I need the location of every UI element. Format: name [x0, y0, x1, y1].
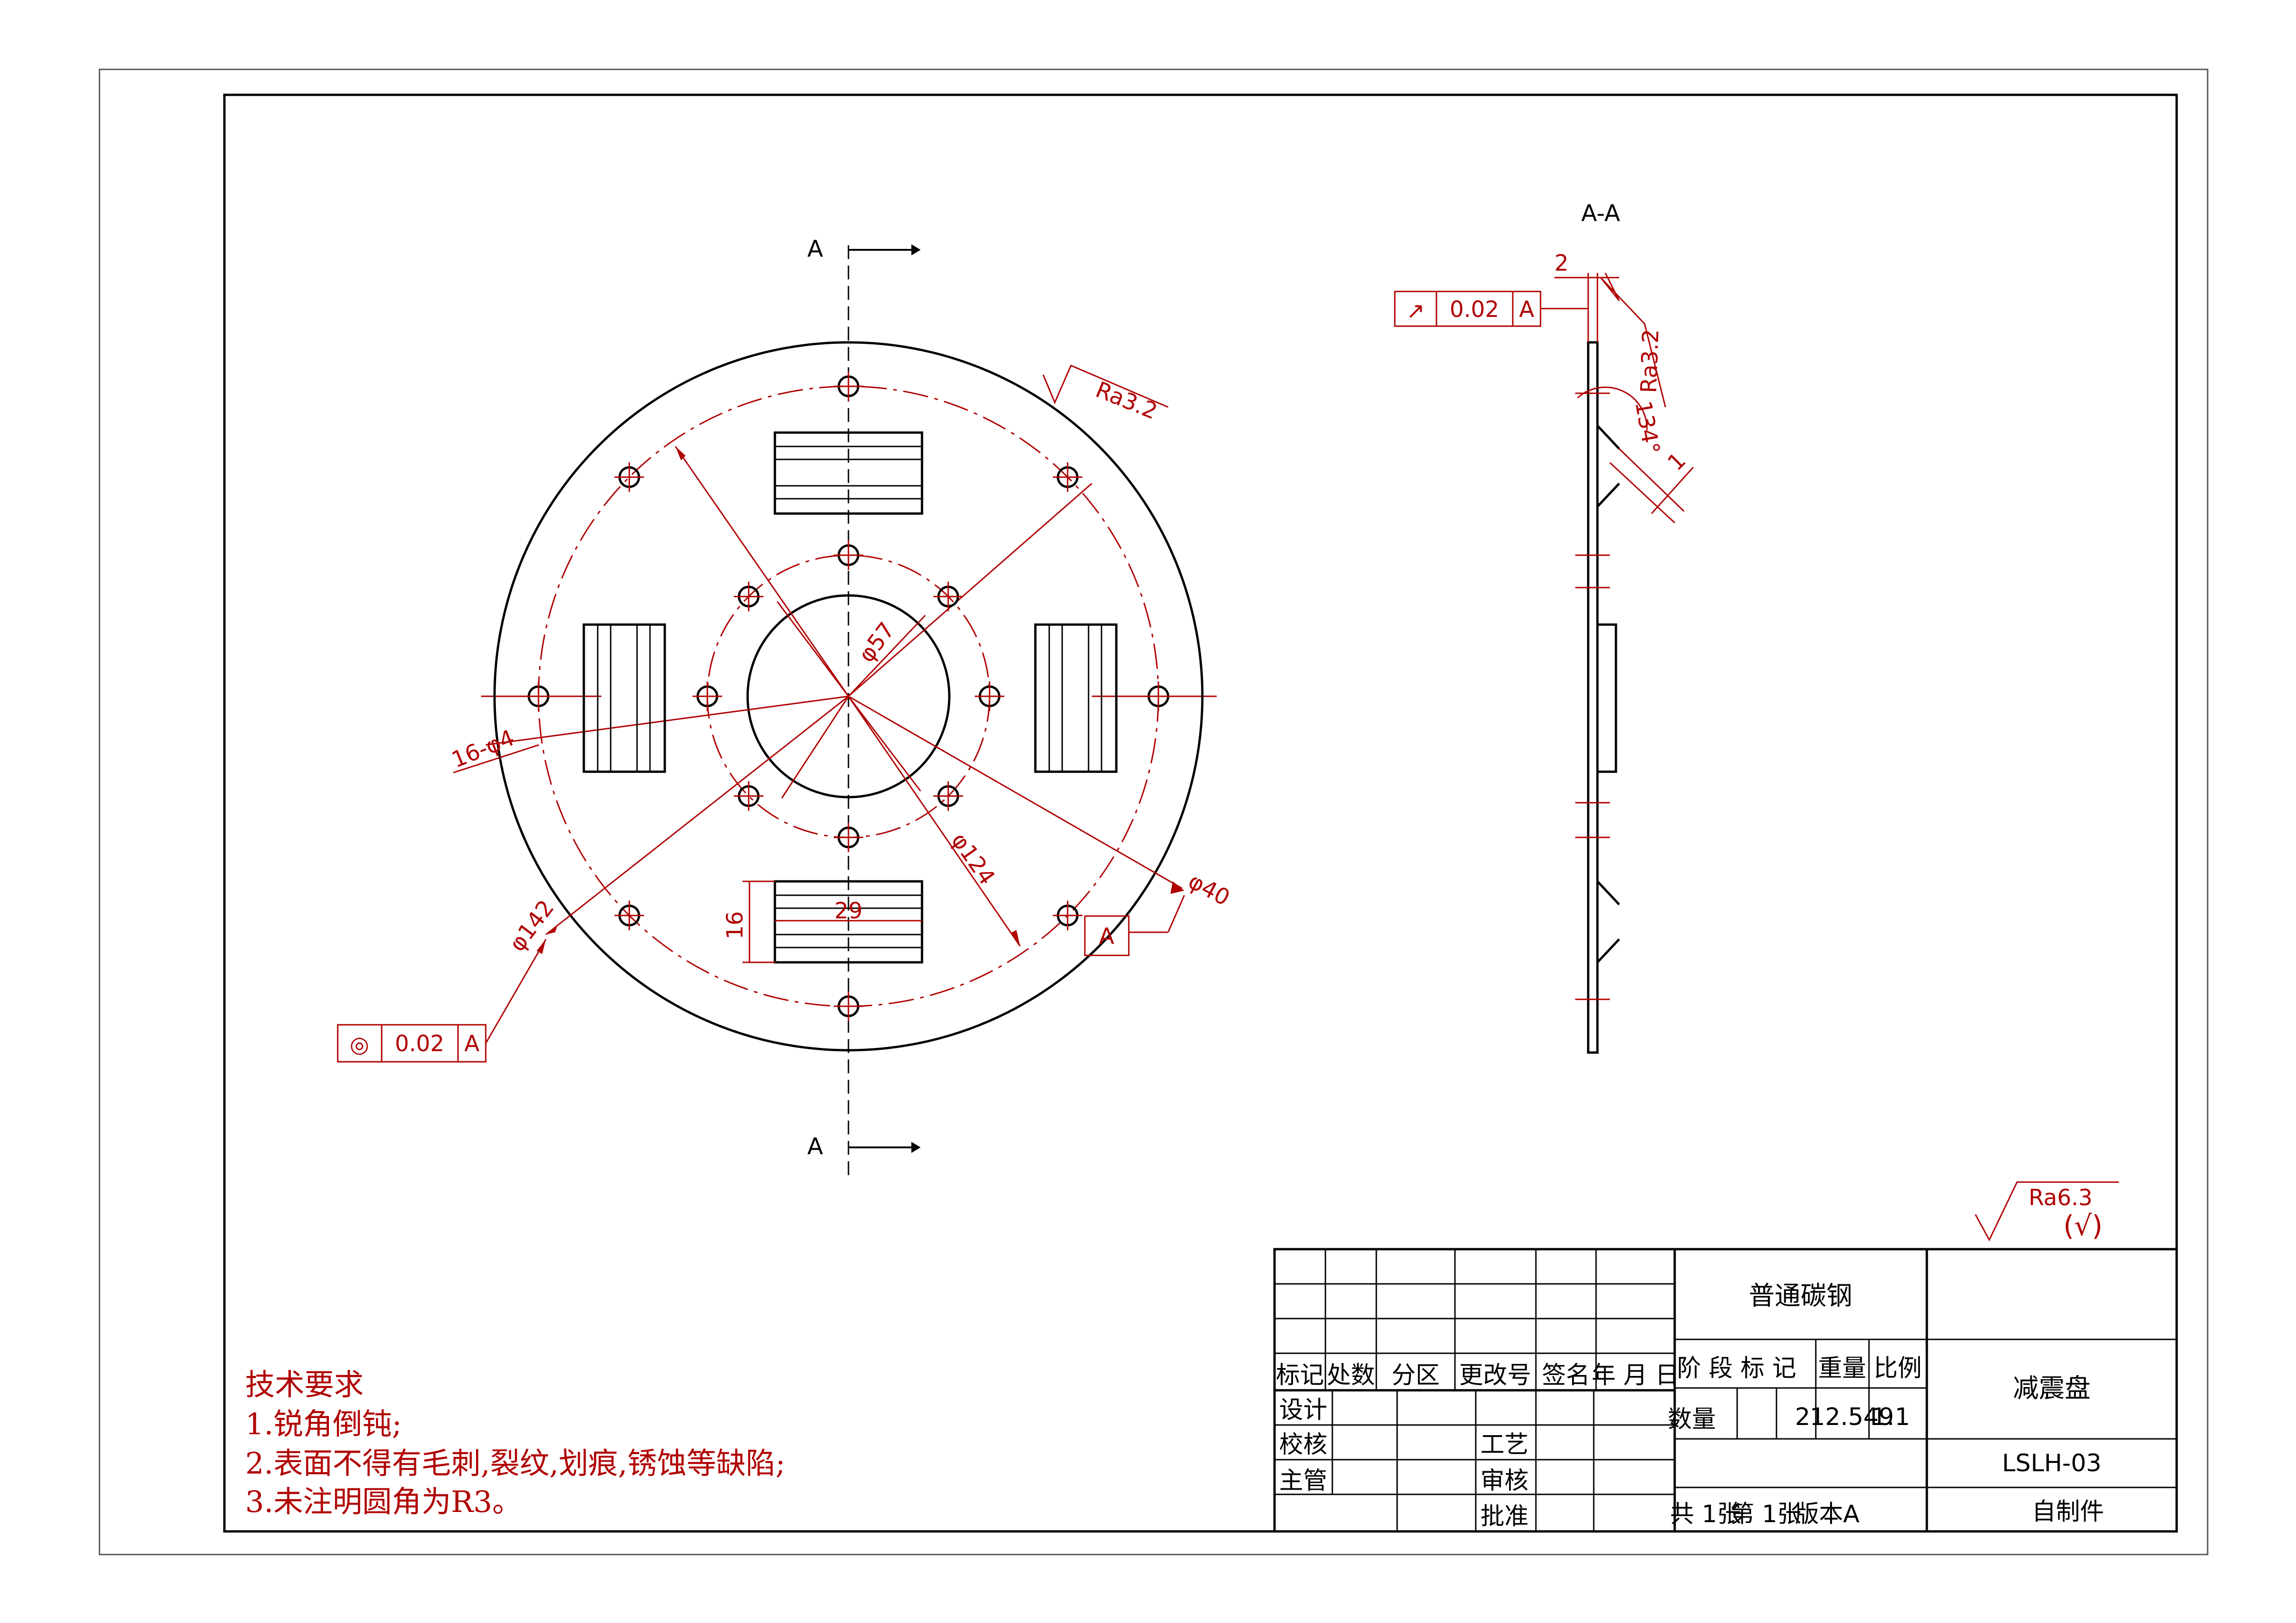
tb-quantity-value: 2	[1795, 1403, 1810, 1431]
svg-text:年 月 日: 年 月 日	[1591, 1362, 1679, 1389]
dim-thickness: 2	[1554, 250, 1569, 276]
note-2: 2.表面不得有毛刺,裂纹,划痕,锈蚀等缺陷;	[245, 1447, 786, 1481]
section-label-bottom: A	[807, 1133, 823, 1160]
general-roughness-check: (√)	[2063, 1210, 2103, 1242]
tb-drawing-no: LSLH-03	[2002, 1450, 2102, 1477]
roughness-side-symbol	[1600, 273, 1666, 408]
dim-angle: 134°	[1630, 399, 1665, 456]
concentricity-symbol: ◎	[350, 1032, 369, 1058]
dim-pad-width: 29	[834, 898, 862, 924]
outer-disc-outline	[493, 341, 1204, 1052]
svg-text:工艺: 工艺	[1480, 1431, 1529, 1459]
technical-notes: 技术要求 1.锐角倒钝; 2.表面不得有毛刺,裂纹,划痕,锈蚀等缺陷; 3.未注…	[245, 1368, 786, 1519]
tb-version: 版本A	[1795, 1500, 1860, 1528]
svg-text:分区: 分区	[1392, 1362, 1440, 1389]
section-cut-top	[848, 244, 921, 255]
drawing-frame	[223, 93, 2178, 1533]
svg-text:更改号: 更改号	[1459, 1362, 1531, 1389]
tb-source: 自制件	[2032, 1498, 2104, 1526]
tb-sheets-total: 共 1张	[1670, 1500, 1741, 1528]
damping-pad-top	[774, 431, 923, 515]
svg-text:审核: 审核	[1480, 1467, 1529, 1495]
dim-tab-offset: 1	[1663, 447, 1691, 476]
dim-pad-height: 16	[722, 911, 748, 939]
note-1: 1.锐角倒钝;	[245, 1407, 402, 1442]
damping-pad-left	[582, 623, 666, 773]
dim-inner-pitch: φ124	[946, 828, 1000, 890]
tb-material: 普通碳钢	[1749, 1281, 1852, 1311]
front-view: 16 29 16-φ4 φ57 φ124 φ142 φ40 Ra3.2 A	[337, 235, 1234, 1175]
concentricity-datum: A	[464, 1031, 480, 1057]
roughness-face-symbol	[1042, 365, 1169, 408]
svg-text:批准: 批准	[1480, 1503, 1529, 1530]
tb-quantity-label: 数量	[1668, 1406, 1716, 1433]
tb-scale-value: 1:1	[1871, 1403, 1910, 1431]
runout-value: 0.02	[1450, 297, 1499, 322]
general-roughness	[1974, 1181, 2119, 1242]
note-3: 3.未注明圆角为R3。	[245, 1485, 522, 1519]
damping-pad-right	[1034, 623, 1118, 773]
tb-part-name: 减震盘	[2013, 1374, 2091, 1404]
title-block	[1273, 1248, 2178, 1533]
tab-offset-dim	[1609, 448, 1694, 524]
outer-trim-border	[99, 68, 2209, 1555]
svg-text:签名: 签名	[1542, 1362, 1590, 1389]
diameter-dimension-lines	[485, 446, 1182, 947]
dim-bore-diameter: φ57	[854, 617, 900, 667]
outer-bolt-holes	[524, 372, 1173, 1021]
tb-stage-header: 阶 段 标 记	[1677, 1355, 1796, 1382]
tb-revision-headers: 标记 处数 分区 更改号 签名 年 月 日	[1276, 1362, 1679, 1389]
concentricity-frame	[337, 939, 547, 1063]
dim-outer-diameter: φ40	[1184, 868, 1234, 911]
svg-text:校核: 校核	[1279, 1431, 1327, 1459]
section-view-title: A-A	[1581, 200, 1620, 227]
datum-a-label: A	[1099, 923, 1114, 949]
section-view: A-A ↗ 0.02 A	[1394, 200, 1694, 1054]
svg-text:主管: 主管	[1279, 1467, 1327, 1495]
runout-symbol: ↗	[1406, 298, 1425, 324]
tb-weight-value: 12.549	[1810, 1403, 1894, 1431]
roughness-face-label: Ra3.2	[1092, 377, 1161, 425]
general-roughness-label: Ra6.3	[2029, 1185, 2092, 1211]
tb-scale-header: 比例	[1874, 1355, 1922, 1382]
notes-title: 技术要求	[245, 1368, 364, 1402]
dim-outer-pitch: φ142	[504, 895, 559, 956]
runout-datum: A	[1519, 297, 1535, 322]
tb-sign-rows: 设计 校核 主管 工艺 审核 批准	[1279, 1396, 1529, 1530]
section-hole-centerlines	[1575, 392, 1610, 1000]
tb-sheet-no: 第 1张	[1730, 1500, 1801, 1528]
damping-pad-bottom	[774, 880, 923, 964]
center-bore	[746, 594, 951, 799]
concentricity-value: 0.02	[395, 1031, 445, 1057]
svg-text:处数: 处数	[1327, 1362, 1375, 1389]
roughness-side-label: Ra3.2	[1636, 329, 1664, 394]
section-label-top: A	[807, 235, 823, 262]
section-cut-bottom	[848, 1142, 921, 1153]
section-tabs	[1597, 425, 1620, 963]
datum-a-frame	[1084, 895, 1185, 956]
tb-weight-header: 重量	[1818, 1355, 1866, 1382]
inner-bolt-holes	[693, 540, 1004, 852]
section-plate	[1587, 341, 1599, 1054]
angle-arc	[1577, 386, 1648, 431]
dim-holes: 16-φ4	[448, 725, 518, 774]
thickness-dim	[1554, 273, 1619, 342]
section-pad	[1596, 623, 1617, 773]
pad-dimensions	[743, 880, 922, 963]
svg-text:标记: 标记	[1276, 1362, 1324, 1389]
svg-text:设计: 设计	[1279, 1396, 1327, 1424]
runout-frame	[1394, 291, 1588, 327]
